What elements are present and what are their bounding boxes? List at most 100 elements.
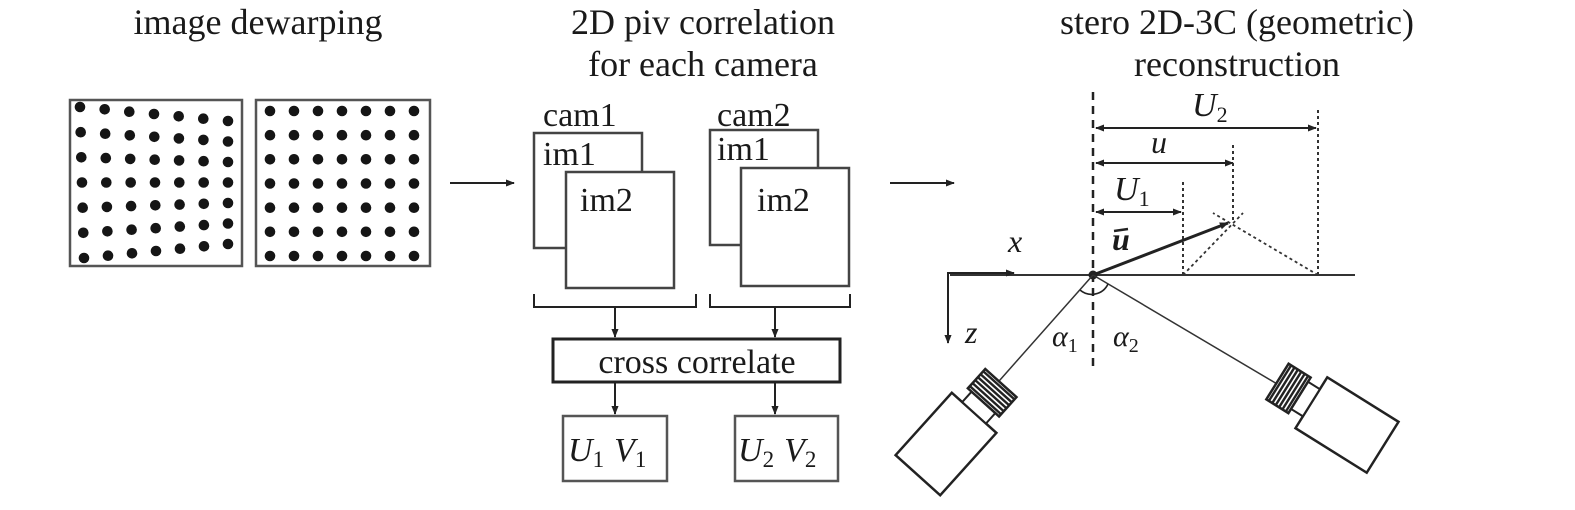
- calibration-dot: [384, 250, 396, 262]
- z-axis-label: z: [964, 314, 978, 350]
- calibration-dot: [124, 153, 136, 165]
- calibration-dot: [174, 199, 185, 210]
- calibration-dot: [288, 202, 300, 213]
- calibration-dot: [222, 197, 234, 209]
- output1-box: [561, 414, 669, 483]
- calibration-dot: [125, 177, 136, 188]
- calibration-dot: [360, 226, 372, 238]
- ray-cam2-extension: [1212, 212, 1319, 276]
- calibration-dot: [149, 131, 160, 143]
- title-piv-line2: for each camera: [588, 44, 818, 84]
- calibration-dot: [384, 129, 396, 141]
- calibration-dot: [288, 250, 300, 262]
- calibration-dot: [75, 126, 86, 138]
- calibration-dot: [312, 226, 324, 238]
- calibration-dot: [264, 178, 276, 189]
- cross-correlate-label: cross correlate: [598, 344, 795, 381]
- calibration-dot: [222, 156, 234, 168]
- calibration-dot: [360, 202, 372, 213]
- calibration-dot: [312, 154, 324, 165]
- calibration-dot: [198, 198, 210, 210]
- U2-label: U2: [1192, 87, 1228, 127]
- calibration-dot: [264, 154, 276, 165]
- calibration-dot: [336, 250, 348, 262]
- calibration-dot: [174, 243, 186, 254]
- calibration-dot: [312, 202, 324, 213]
- camera1-ray: [991, 274, 1094, 390]
- calibration-dot: [384, 105, 396, 117]
- cam2-image2-frame: [739, 166, 851, 288]
- calibration-dot: [174, 177, 185, 188]
- output2-box: [733, 414, 840, 483]
- regular-dot-grid: [264, 105, 420, 262]
- u-label: u: [1151, 124, 1167, 160]
- calibration-dot: [288, 105, 300, 117]
- angle-arc: [1079, 283, 1109, 296]
- calibration-dot: [288, 154, 300, 165]
- calibration-dot: [101, 201, 113, 213]
- calibration-dot: [384, 226, 396, 238]
- calibration-dot: [173, 133, 185, 144]
- calibration-dot: [101, 177, 112, 188]
- ray-cam1-extension: [1182, 212, 1244, 276]
- cam1-bracket: [533, 294, 697, 308]
- calibration-dot: [384, 154, 396, 165]
- calibration-dot: [336, 129, 348, 141]
- calibration-dot: [222, 177, 234, 188]
- calibration-dot: [360, 154, 372, 165]
- displacement-vector: [1092, 221, 1229, 277]
- calibration-dot: [99, 104, 110, 115]
- calibration-dot: [222, 115, 234, 127]
- calibration-dot: [360, 250, 372, 262]
- calibration-dot: [173, 155, 185, 166]
- calibration-dot: [125, 200, 137, 212]
- calibration-dot: [336, 154, 348, 165]
- calibration-dot: [222, 238, 234, 250]
- calibration-dot: [312, 250, 324, 262]
- calibration-dot: [150, 200, 161, 211]
- calibration-dot: [336, 105, 348, 117]
- calibration-dot: [198, 155, 209, 167]
- calibration-dot: [149, 154, 160, 165]
- calibration-dot: [222, 218, 234, 229]
- calibration-dot: [78, 252, 90, 264]
- calibration-dot: [174, 221, 186, 232]
- calibration-dot: [384, 178, 396, 189]
- calibration-dot: [312, 105, 324, 117]
- calibration-dot: [74, 101, 86, 113]
- cross-correlate-box: [551, 337, 842, 384]
- calibration-dot: [384, 202, 396, 213]
- cam1-im2-label: im2: [580, 182, 633, 219]
- calibration-dot: [198, 241, 210, 252]
- calibration-dot: [150, 222, 161, 234]
- calibration-dot: [264, 105, 276, 117]
- calibration-dot: [126, 248, 138, 259]
- camera2-ray: [1092, 274, 1290, 392]
- calibration-dot: [408, 105, 420, 117]
- calibration-dot: [198, 113, 209, 124]
- calibration-dot: [408, 226, 420, 238]
- calibration-dot: [222, 136, 234, 147]
- calibration-dot: [124, 130, 136, 141]
- calibration-dot: [124, 106, 135, 117]
- calibration-dot: [100, 152, 112, 164]
- calibration-dot: [264, 129, 276, 141]
- calibration-dot: [198, 177, 209, 188]
- calibration-dot: [173, 111, 184, 122]
- calibration-dot: [408, 250, 420, 262]
- cam2-label: cam2: [717, 97, 791, 134]
- calibration-dot: [288, 226, 300, 238]
- title-piv-line1: 2D piv correlation: [571, 2, 835, 42]
- calibration-dot: [408, 202, 420, 213]
- calibration-dot: [264, 202, 276, 213]
- cam1-im1-label: im1: [543, 136, 596, 173]
- calibration-dot: [198, 219, 210, 231]
- alpha2-label: α2: [1113, 320, 1139, 357]
- x-axis-label: x: [1007, 223, 1022, 259]
- calibration-dot: [78, 227, 89, 239]
- title-image-dewarping: image dewarping: [134, 2, 383, 42]
- calibration-dot: [408, 129, 420, 141]
- cam2-bracket: [709, 294, 851, 308]
